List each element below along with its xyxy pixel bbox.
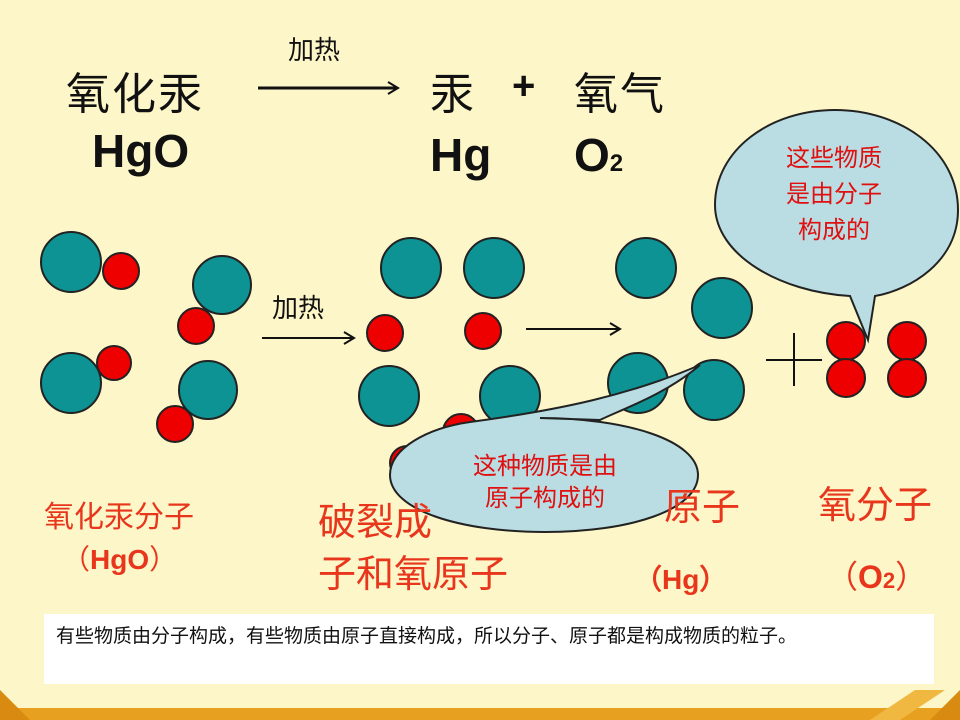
bubble-line: 是由分子 bbox=[786, 180, 882, 208]
broken-line1: 破裂成 bbox=[318, 500, 433, 544]
o2-label: 氧分子 bbox=[818, 483, 933, 527]
condition-label: 加热 bbox=[288, 36, 341, 66]
hg-atom bbox=[380, 237, 442, 299]
hg-atom bbox=[192, 255, 252, 315]
atom-bubble-text: 这种物质是由 原子构成的 bbox=[430, 450, 660, 514]
o-atom bbox=[826, 358, 866, 398]
hgo-formula: HgO bbox=[90, 544, 150, 575]
heat-label: 加热 bbox=[272, 294, 325, 324]
molecule-bubble-text: 这些物质 是由分子 构成的 bbox=[752, 140, 916, 248]
o-atom bbox=[96, 345, 132, 381]
broken-line2: 子和氧原子 bbox=[318, 552, 509, 596]
paren-close: ） bbox=[149, 543, 178, 576]
molecule-bubble bbox=[713, 108, 960, 344]
bubble-line: 构成的 bbox=[798, 216, 870, 244]
product2-name: 氧气 bbox=[574, 69, 666, 120]
bubble-line: 这些物质 bbox=[786, 144, 882, 172]
reactant-formula: HgO bbox=[92, 125, 190, 177]
hg-atom bbox=[178, 360, 238, 420]
hg-atom bbox=[40, 231, 102, 293]
o2-formula-label: （O2） bbox=[826, 552, 927, 598]
footer-note: 有些物质由分子构成，有些物质由原子直接构成，所以分子、原子都是构成物质的粒子。 bbox=[44, 614, 934, 684]
product2-formula-base: O bbox=[574, 129, 610, 181]
o-atom bbox=[177, 307, 215, 345]
hg-label: 原子 bbox=[664, 485, 741, 529]
o-atom bbox=[366, 314, 404, 352]
bottom-border-decoration bbox=[0, 690, 960, 720]
o2-formula-base: O bbox=[858, 559, 883, 595]
hg-atom bbox=[615, 237, 677, 299]
o-atom bbox=[102, 252, 140, 290]
equation-plus: + bbox=[512, 64, 536, 108]
reactant-name: 氧化汞 bbox=[66, 69, 204, 120]
product1-name: 汞 bbox=[430, 69, 476, 120]
hg-atom bbox=[691, 277, 753, 339]
hg-atom bbox=[683, 359, 745, 421]
paren-open: （ bbox=[826, 558, 859, 596]
hg-atom bbox=[463, 237, 525, 299]
hg-formula-label: （Hg） bbox=[634, 564, 728, 595]
product2-formula: O2 bbox=[574, 128, 623, 182]
bubble-line: 这种物质是由 bbox=[473, 452, 617, 480]
product2-formula-sub: 2 bbox=[609, 150, 624, 177]
hgo-label: 氧化汞分子 bbox=[44, 500, 194, 535]
atom-bubble bbox=[388, 364, 701, 534]
paren-open: （ bbox=[62, 543, 91, 576]
hg-atom bbox=[358, 365, 420, 427]
hgo-formula-label: （HgO） bbox=[62, 538, 177, 578]
o-atom bbox=[887, 321, 927, 361]
o-atom bbox=[887, 358, 927, 398]
bubble-line: 原子构成的 bbox=[485, 484, 605, 512]
o-atom bbox=[826, 321, 866, 361]
o2-formula-sub: 2 bbox=[882, 568, 896, 593]
o-atom bbox=[156, 405, 194, 443]
reaction-arrow bbox=[258, 81, 400, 95]
product1-formula: Hg bbox=[430, 129, 492, 181]
paren-close: ） bbox=[895, 558, 928, 596]
o-atom bbox=[464, 312, 502, 350]
broken-label: 破裂成 子和氧原子 bbox=[318, 496, 508, 600]
hg-atom bbox=[40, 352, 102, 414]
